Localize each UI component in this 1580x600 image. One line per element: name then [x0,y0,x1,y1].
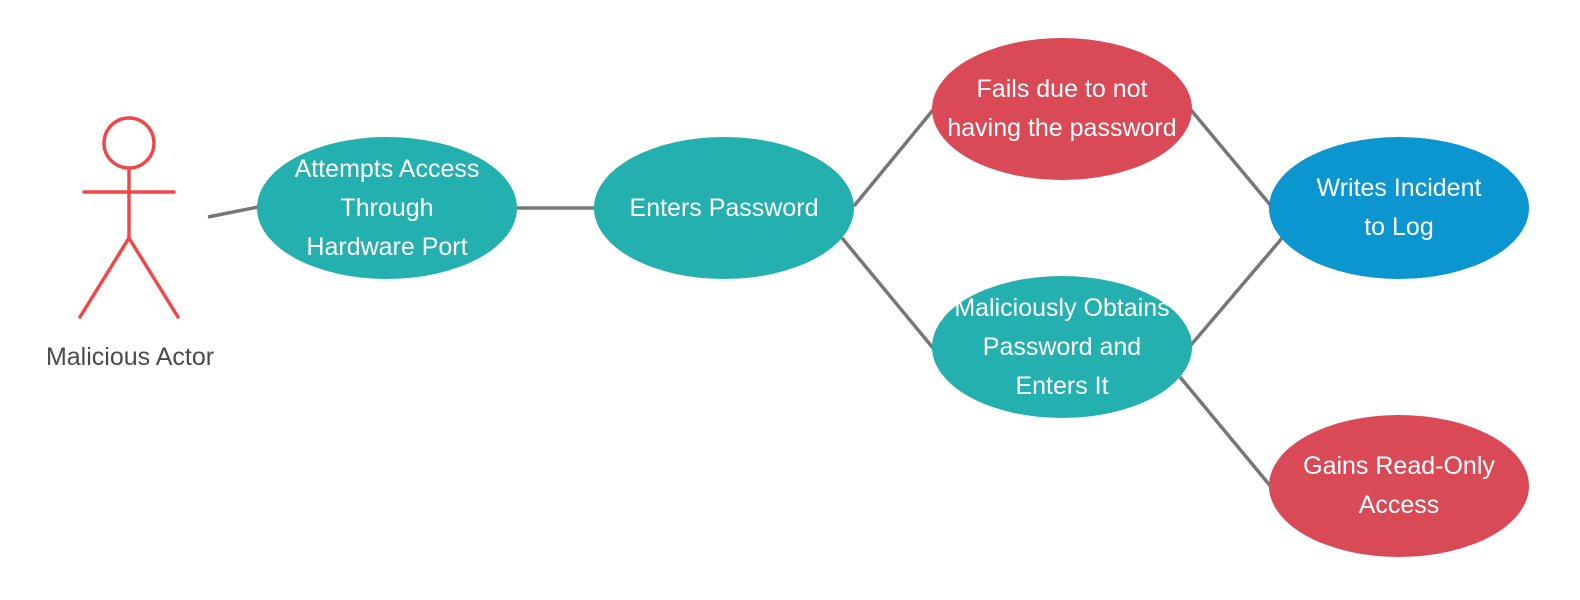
use-case-attempts-access[interactable] [257,137,517,279]
connector-maliciously-obtains-writes-incident [1189,235,1285,347]
connector-enters-password-maliciously-obtains [840,236,935,350]
connector-actor-attempts-access [207,205,259,219]
actor-label: Malicious Actor [45,343,215,371]
connector-enters-password-fails [852,108,935,208]
use-case-maliciously-obtains[interactable] [932,276,1192,418]
connector-fails-writes-incident [1189,108,1274,209]
use-case-gains-read-only[interactable] [1269,415,1529,557]
use-case-enters-password[interactable] [594,137,854,279]
connector-maliciously-obtains-gains-read-only [1178,375,1274,490]
use-case-writes-incident[interactable] [1269,137,1529,279]
stick-figure-icon[interactable] [78,116,180,319]
use-case-fails[interactable] [932,38,1192,180]
